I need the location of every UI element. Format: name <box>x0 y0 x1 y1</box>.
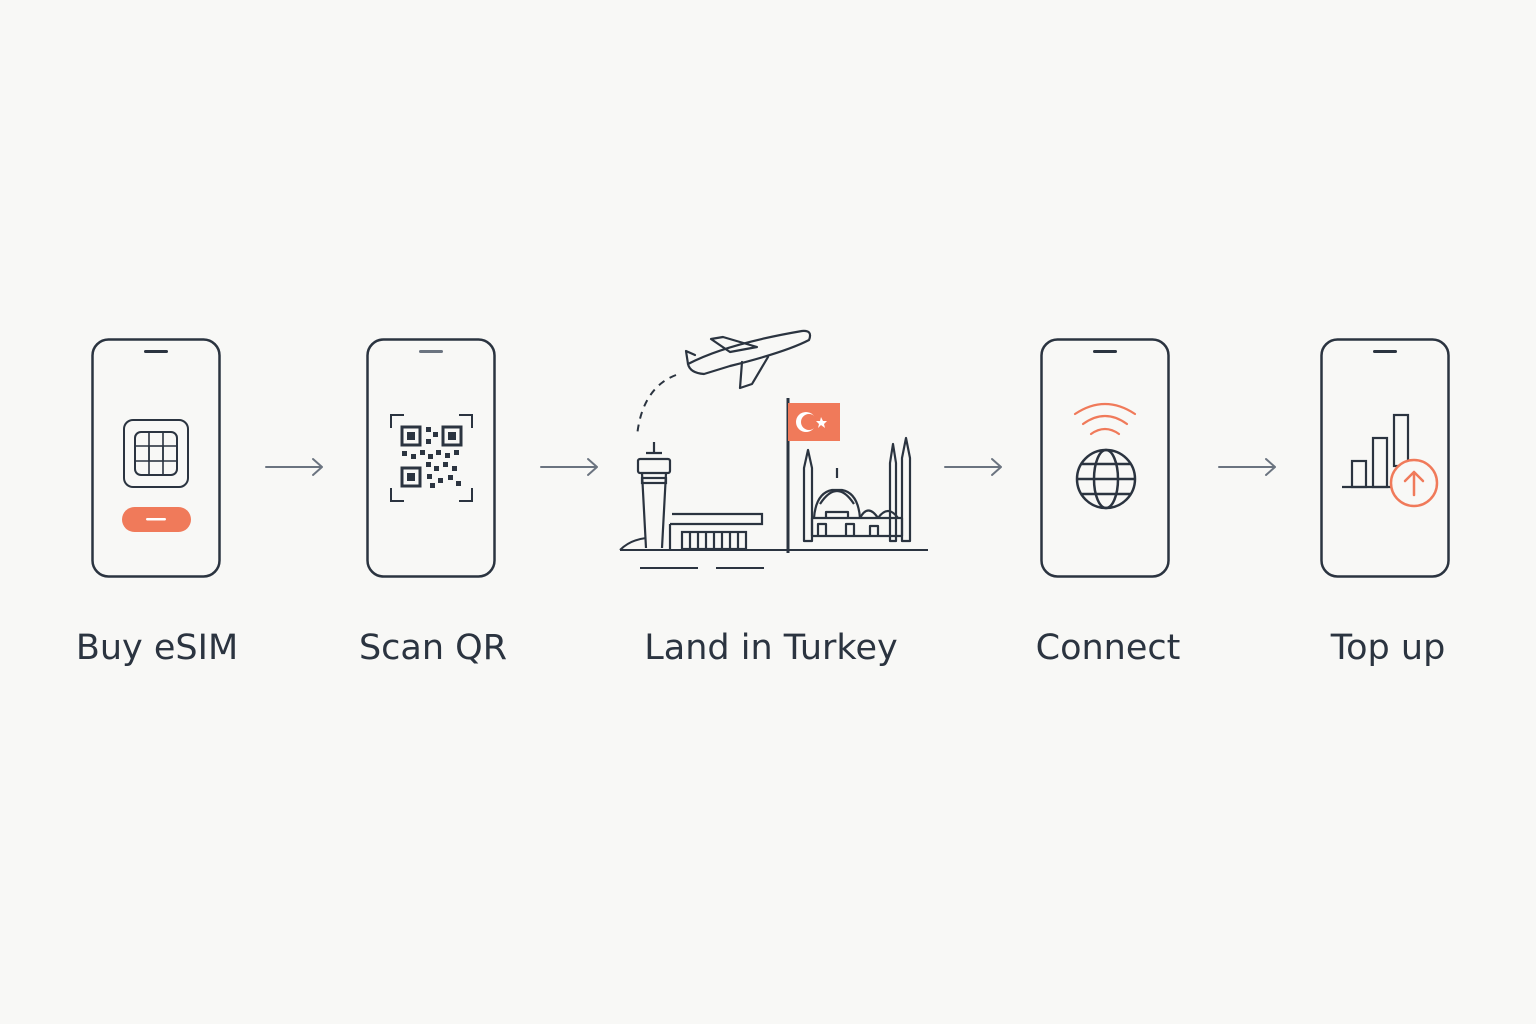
arrow-icon <box>265 456 325 478</box>
step-label-land-in-turkey: Land in Turkey <box>644 628 898 668</box>
control-tower-icon <box>636 442 672 549</box>
step-buy-esim <box>91 338 221 578</box>
phone-sim-icon <box>91 338 221 578</box>
turkish-flag-icon <box>786 398 840 553</box>
arrow-icon <box>540 456 600 478</box>
upload-arrow-icon <box>1389 458 1439 508</box>
step-label-connect: Connect <box>1035 628 1181 668</box>
terminal-building-icon <box>668 512 764 551</box>
airplane-icon <box>684 329 812 390</box>
step-connect <box>1040 338 1170 578</box>
mosque-icon <box>802 436 912 543</box>
step-label-top-up: Top up <box>1330 628 1446 668</box>
step-land-in-turkey <box>612 318 937 578</box>
globe-icon <box>1075 448 1137 510</box>
airport-landing-icon <box>619 329 928 569</box>
arrow-icon <box>944 456 1004 478</box>
step-label-buy-esim: Buy eSIM <box>75 628 239 668</box>
step-label-scan-qr: Scan QR <box>358 628 508 668</box>
qr-code-icon <box>390 414 473 502</box>
step-top-up <box>1320 338 1450 578</box>
phone-topup-icon <box>1320 338 1450 578</box>
arrow-icon <box>1218 456 1278 478</box>
phone-qr-icon <box>366 338 496 578</box>
phone-connect-icon <box>1040 338 1170 578</box>
step-scan-qr <box>366 338 496 578</box>
sim-card-icon <box>123 419 189 488</box>
wifi-icon <box>1073 403 1137 436</box>
